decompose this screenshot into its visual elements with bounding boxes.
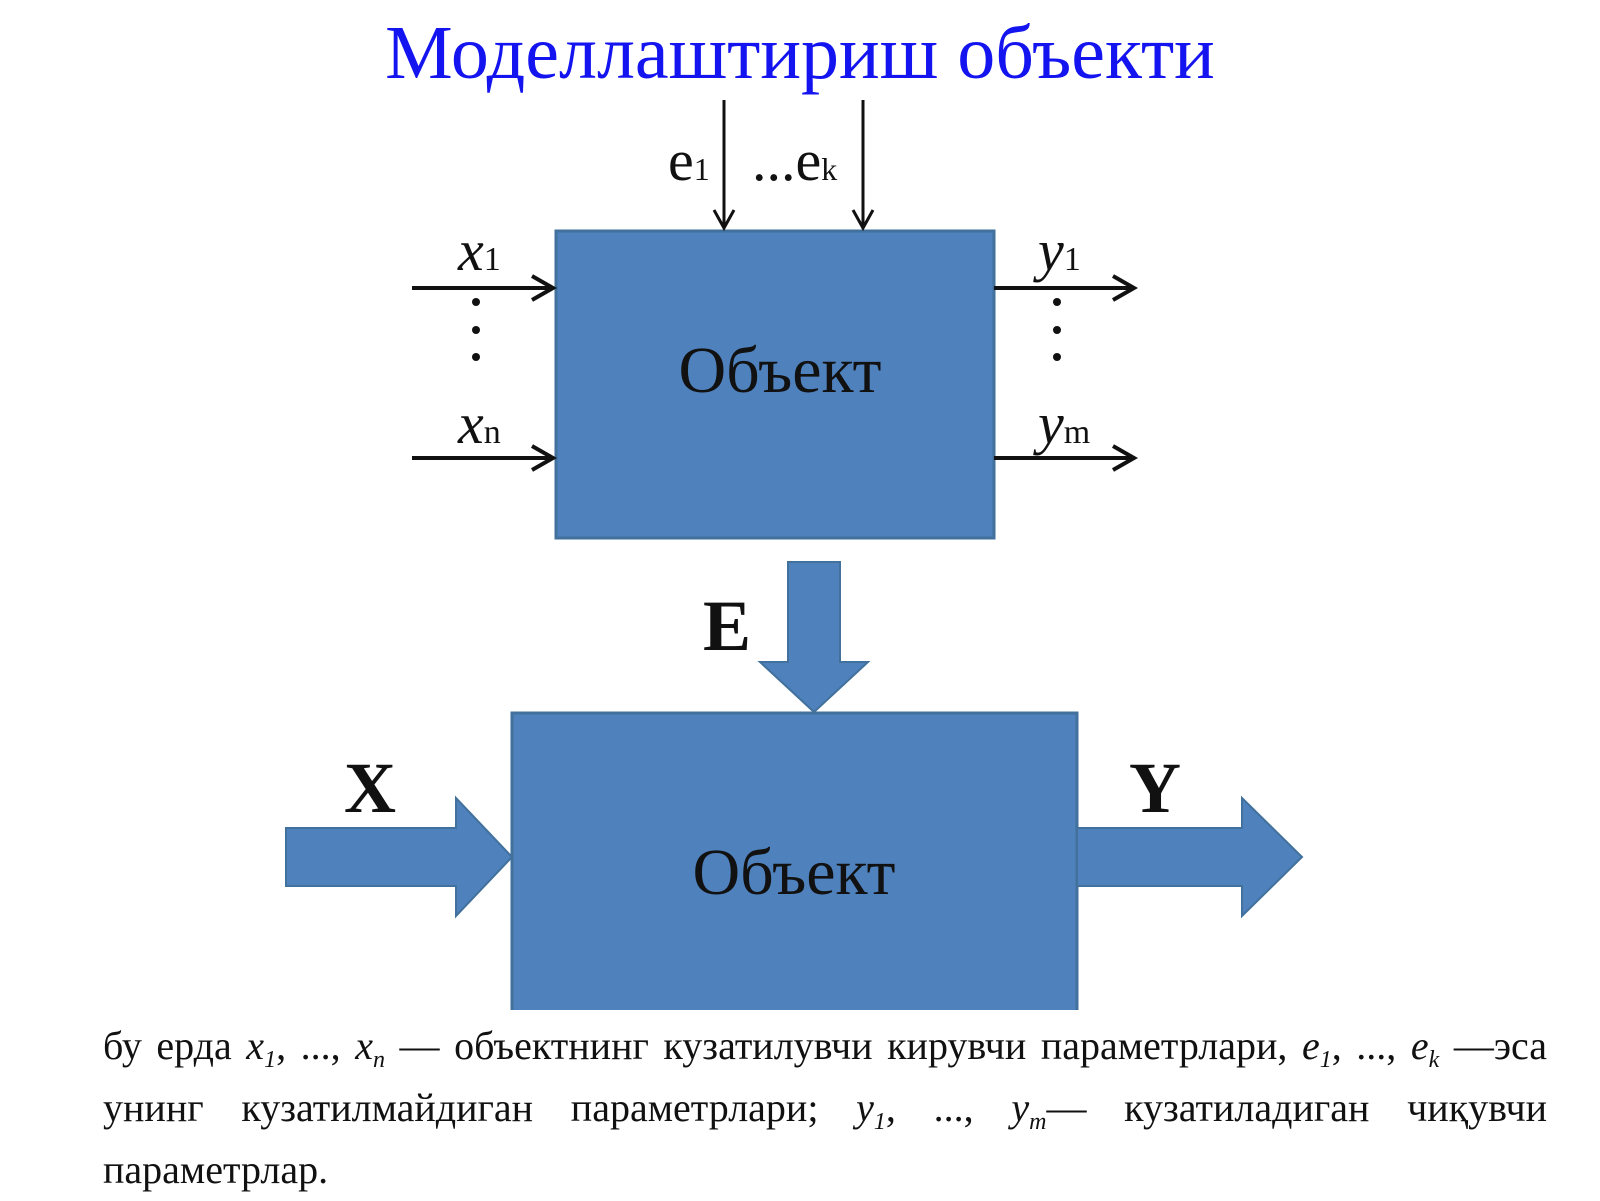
label-X: X bbox=[344, 748, 396, 828]
label-e1: e1 bbox=[668, 128, 710, 193]
input-ellipsis-dots bbox=[472, 298, 480, 361]
output-arrow-ym bbox=[994, 444, 1139, 472]
object-box-bottom bbox=[510, 711, 1079, 1010]
object-box-top-label: Объект bbox=[678, 334, 881, 407]
label-y1: y1 bbox=[1033, 218, 1081, 283]
input-arrow-x1 bbox=[412, 274, 558, 302]
input-arrow-xn bbox=[412, 444, 558, 472]
object-box-top bbox=[554, 229, 996, 540]
label-ellipsis-ek: ...ek bbox=[752, 128, 837, 193]
label-Y: Y bbox=[1129, 748, 1181, 828]
label-xn: xn bbox=[457, 391, 501, 456]
explanation-text: бу ерда x1, ..., xn — объектнинг кузатил… bbox=[103, 1023, 1548, 1192]
output-ellipsis-dots bbox=[1053, 298, 1061, 361]
label-ym: ym bbox=[1033, 391, 1090, 456]
disturbance-arrow-e bbox=[757, 561, 871, 714]
label-x1: x1 bbox=[457, 218, 501, 283]
object-diagram: .lbl { font-family: "Liberation Serif", … bbox=[285, 100, 1304, 1010]
object-box-bottom-label: Объект bbox=[692, 836, 895, 909]
disturbance-arrow-e1 bbox=[712, 100, 736, 232]
page-title: Моделлаштириш объекти bbox=[385, 11, 1215, 95]
input-arrow-X bbox=[285, 795, 514, 919]
output-arrow-y1 bbox=[994, 274, 1139, 302]
label-E: E bbox=[703, 586, 751, 666]
disturbance-arrow-ek bbox=[851, 100, 875, 232]
output-arrow-Y bbox=[1076, 795, 1304, 919]
